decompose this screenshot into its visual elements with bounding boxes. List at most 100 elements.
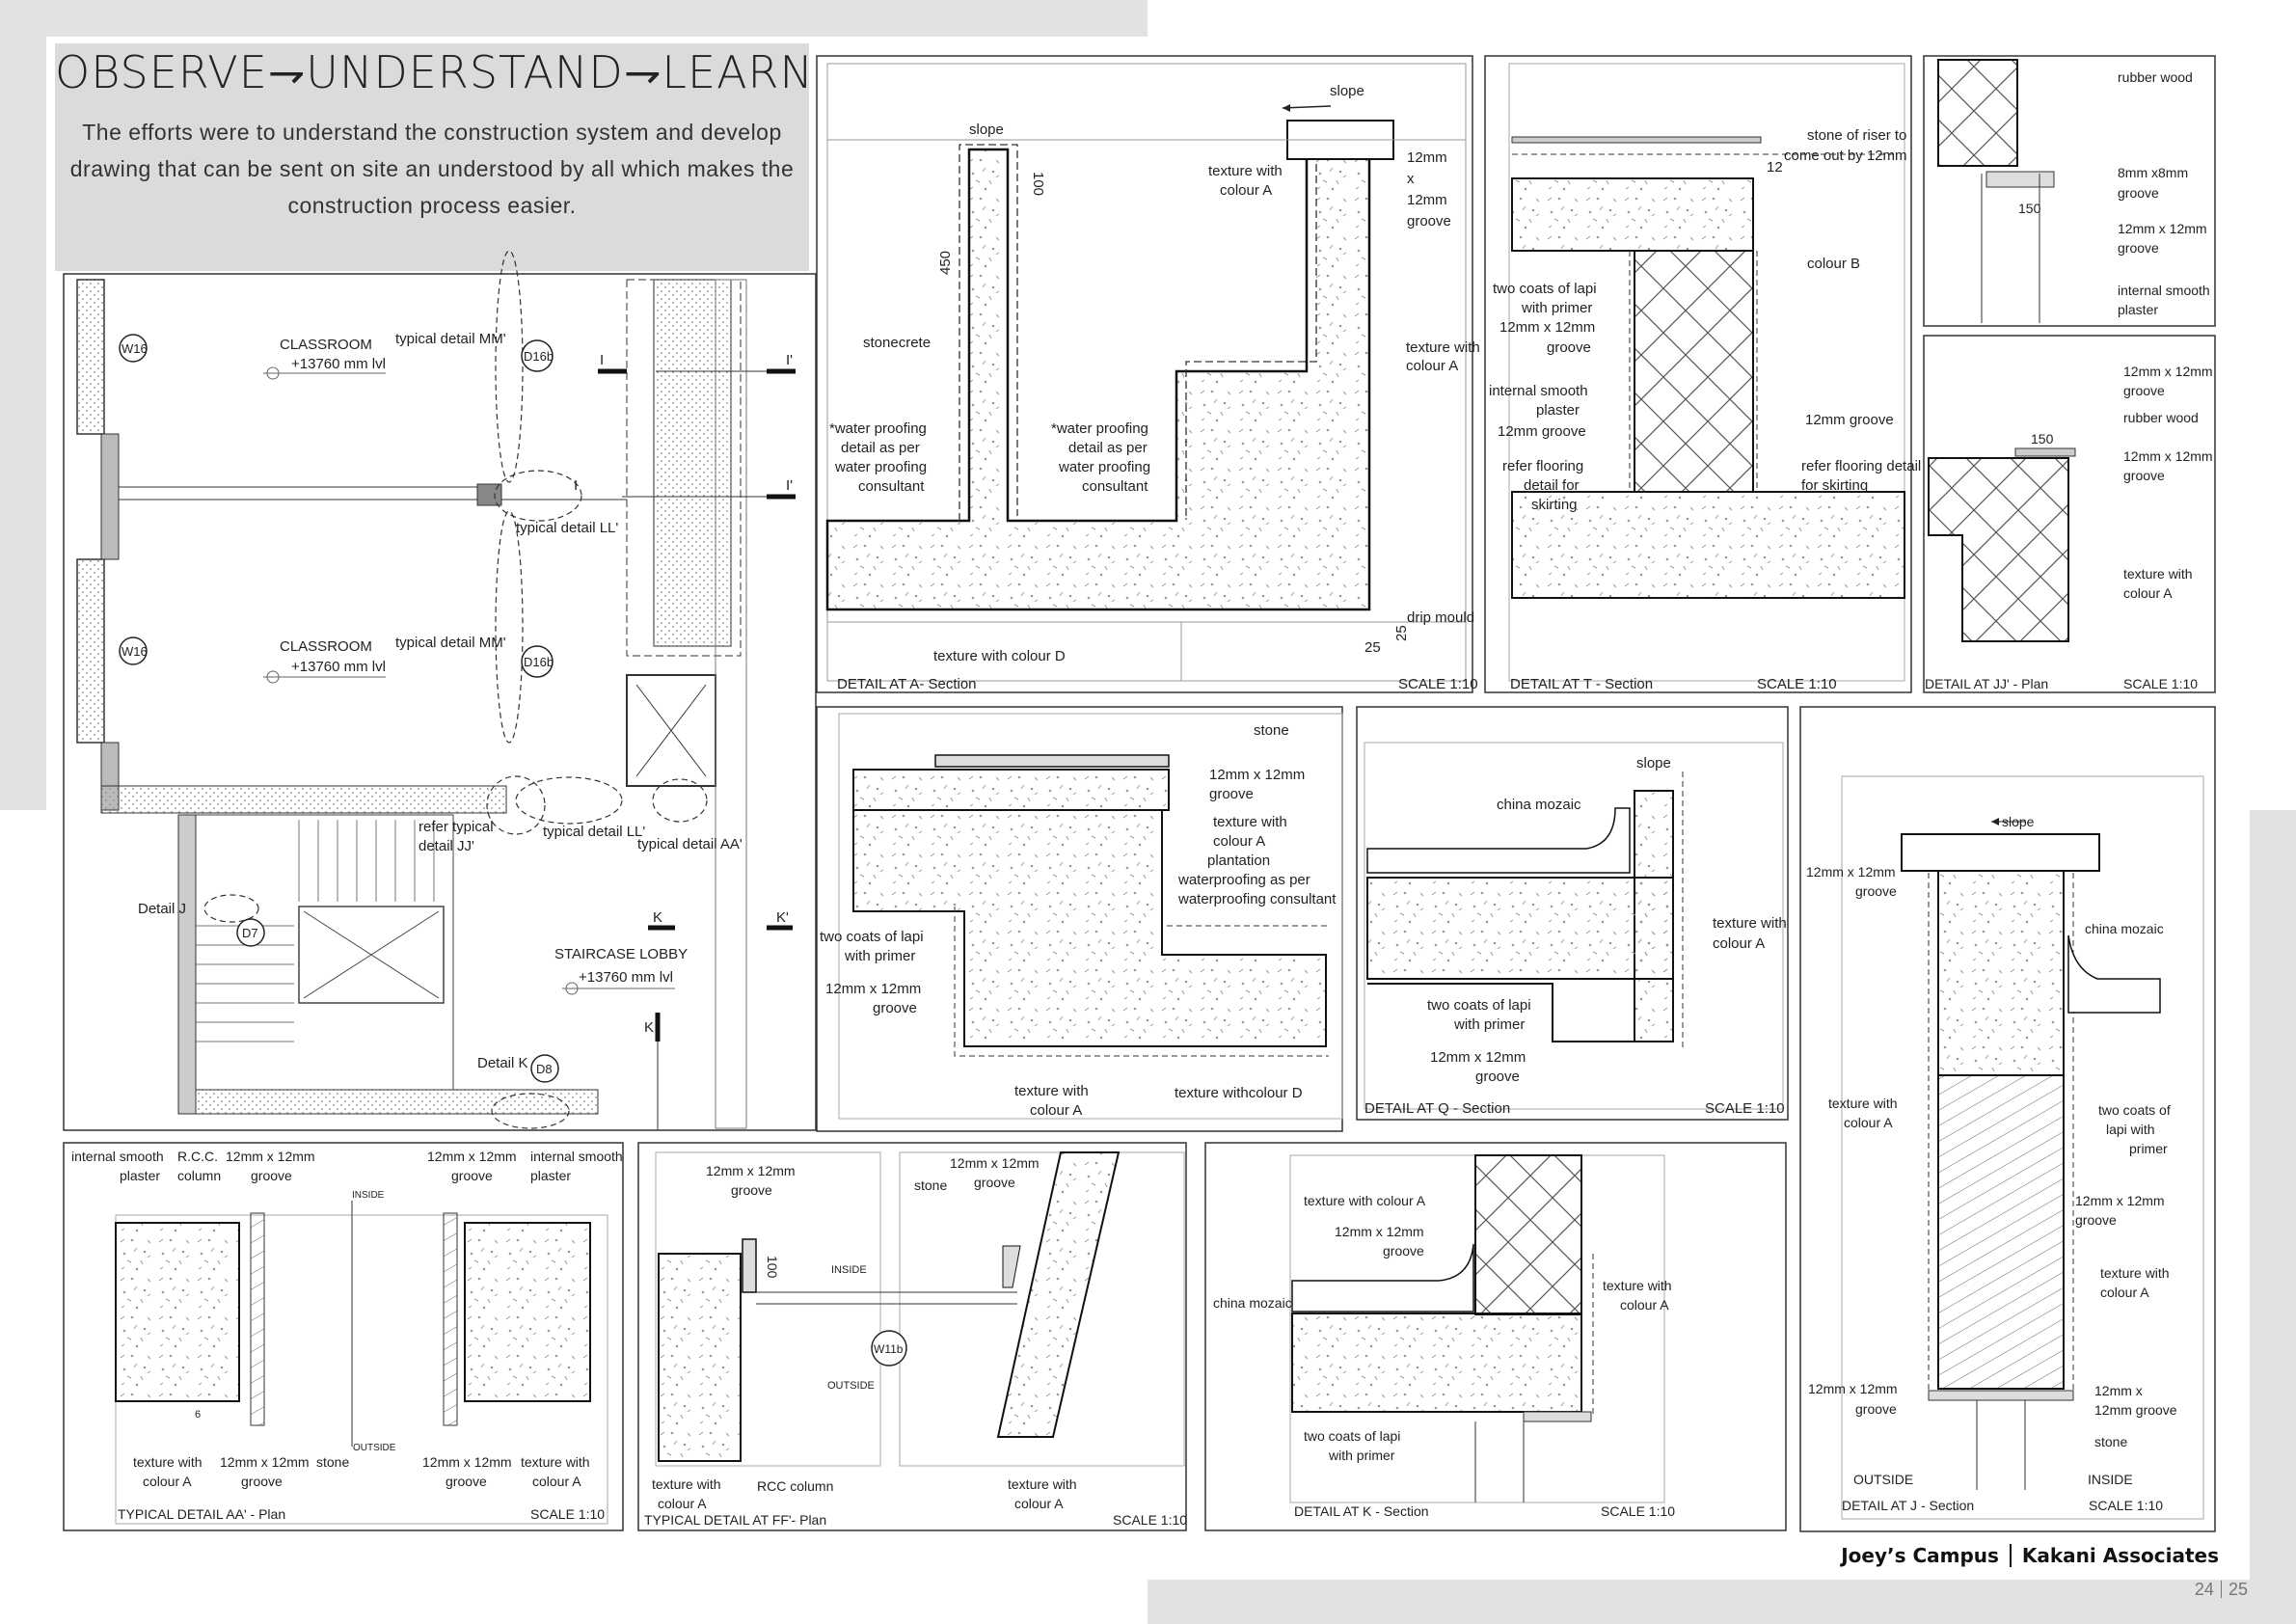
- bg-left-block: [0, 0, 46, 810]
- detail-mid-label-2: groove: [1209, 786, 1254, 802]
- detail-jj-label-14: texture with: [2123, 566, 2193, 582]
- footer-project: Joey’s Campus: [1841, 1544, 1999, 1567]
- detail-a-label-24: texture with colour D: [933, 648, 1066, 664]
- footer-credits: Joey’s Campus Kakani Associates: [1841, 1544, 2219, 1567]
- plan-note-ll-1: typical detail LL': [516, 520, 618, 536]
- detail-q-section: slope china mozaic texture with colour A…: [1356, 706, 1789, 1121]
- detail-mid-label-8: two coats of lapi: [820, 929, 924, 945]
- footer-separator: [2009, 1544, 2012, 1567]
- detail-aa-label-15: groove: [241, 1474, 283, 1489]
- detail-aa-label-20: colour A: [532, 1474, 581, 1489]
- detail-j-label-9: 12mm x 12mm: [2075, 1193, 2165, 1208]
- detail-jj-label-13: groove: [2123, 468, 2165, 483]
- plan-mark-i-2: I': [786, 352, 793, 368]
- detail-t-label-5: with primer: [1521, 300, 1592, 316]
- detail-jj-caption: DETAIL AT JJ' - Plan: [1925, 676, 2048, 691]
- detail-j-label-1: 12mm x 12mm: [1806, 864, 1896, 880]
- detail-aa-label-3: column: [177, 1168, 221, 1183]
- detail-j-label-19: INSIDE: [2088, 1472, 2133, 1487]
- detail-j-label-15: 12mm x: [2094, 1383, 2143, 1398]
- detail-a-label-16: consultant: [858, 478, 925, 495]
- detail-ff-label-1: groove: [731, 1182, 772, 1198]
- plan-tag-d7: D7: [242, 926, 258, 940]
- plan-mark-k-3: K: [644, 1019, 654, 1036]
- detail-a-label-22: 25: [1364, 639, 1381, 656]
- detail-q-caption: DETAIL AT Q - Section: [1364, 1100, 1510, 1117]
- detail-jj-label-15: colour A: [2123, 585, 2173, 601]
- detail-j-label-7: lapi with: [2106, 1122, 2155, 1137]
- detail-a-label-3: 450: [937, 251, 954, 275]
- plan-room-level-1: +13760 mm lvl: [291, 356, 386, 372]
- detail-t-caption: DETAIL AT T - Section: [1510, 676, 1653, 692]
- detail-aa-label-10: plaster: [530, 1168, 571, 1183]
- detail-k-label-2: groove: [1383, 1243, 1424, 1259]
- detail-j-label-17: stone: [2094, 1434, 2127, 1449]
- detail-ff-label-11: RCC column: [757, 1478, 833, 1494]
- detail-q-label-6: 12mm x 12mm: [1430, 1049, 1526, 1066]
- detail-t-label-6: 12mm x 12mm: [1499, 319, 1595, 336]
- detail-aa-label-8: groove: [451, 1168, 493, 1183]
- detail-a-label-15: water proofing: [834, 459, 927, 475]
- detail-aa-label-11: OUTSIDE: [353, 1443, 396, 1453]
- detail-k-scale: SCALE 1:10: [1601, 1503, 1675, 1519]
- detail-k-label-6: two coats of lapi: [1304, 1428, 1400, 1444]
- detail-aa-label-12: texture with: [133, 1454, 203, 1470]
- plan-room-level-3: +13760 mm lvl: [579, 969, 673, 986]
- detail-t-scale: SCALE 1:10: [1757, 676, 1837, 692]
- detail-aa-label-9: internal smooth: [530, 1149, 623, 1164]
- plan-room-name-2: CLASSROOM: [280, 638, 372, 655]
- plan-note-aa: typical detail AA': [637, 836, 743, 853]
- detail-a-label-23: 25: [1393, 625, 1410, 641]
- plan-note-mm-1: typical detail MM': [395, 331, 506, 347]
- plan-tag-w16-2: W16: [122, 644, 148, 659]
- title-panel: [55, 43, 809, 271]
- plan-tag-d16b-1: D16b: [524, 349, 554, 364]
- detail-jj-label-9: groove: [2123, 383, 2165, 398]
- detail-aa-label-2: R.C.C.: [177, 1149, 218, 1164]
- detail-j-label-13: 12mm x 12mm: [1808, 1381, 1898, 1396]
- detail-t-label-13: detail for: [1524, 477, 1580, 494]
- detail-k-label-0: texture with colour A: [1304, 1193, 1426, 1208]
- detail-q-label-3: colour A: [1713, 935, 1765, 952]
- footer-firm: Kakani Associates: [2021, 1544, 2219, 1567]
- detail-t-label-8: internal smooth: [1489, 383, 1588, 399]
- plan-tag-d16b-2: D16b: [524, 655, 554, 669]
- detail-a-label-14: detail as per: [841, 440, 920, 456]
- detail-q-label-4: two coats of lapi: [1427, 997, 1531, 1014]
- plan-note-jj-1: refer typical: [419, 819, 494, 835]
- page-current: 24: [2194, 1580, 2214, 1599]
- detail-ff-label-6: 12mm x 12mm: [950, 1155, 1040, 1171]
- detail-jj-label-3: 150: [2018, 201, 2041, 216]
- detail-t-label-2: 12: [1767, 159, 1783, 176]
- detail-mid-label-0: stone: [1254, 722, 1289, 739]
- detail-aa-label-5: groove: [251, 1168, 292, 1183]
- page-total: 25: [2228, 1580, 2248, 1599]
- bg-right-block: [2250, 810, 2296, 1624]
- detail-j-label-14: groove: [1855, 1401, 1897, 1417]
- detail-j-caption: DETAIL AT J - Section: [1842, 1498, 1974, 1513]
- plan-note-jj-2: detail JJ': [419, 838, 474, 854]
- detail-ff-label-13: colour A: [1014, 1496, 1064, 1511]
- detail-mid-label-3: texture with: [1213, 814, 1287, 830]
- detail-a-label-20: consultant: [1082, 478, 1148, 495]
- plan-room-name-1: CLASSROOM: [280, 337, 372, 353]
- detail-t-label-3: colour B: [1807, 256, 1860, 272]
- detail-a-label-4: texture with: [1208, 163, 1283, 179]
- detail-k-label-4: texture with: [1603, 1278, 1672, 1293]
- detail-j-label-16: 12mm groove: [2094, 1402, 2177, 1418]
- detail-ff-plan: 12mm x 12mm groove 100 INSIDE OUTSIDE W1…: [637, 1142, 1187, 1531]
- detail-a-caption: DETAIL AT A- Section: [837, 676, 977, 692]
- detail-a-label-12: colour A: [1406, 358, 1458, 374]
- detail-ff-label-9: texture with: [652, 1476, 721, 1492]
- plan-room-name-3: STAIRCASE LOBBY: [554, 946, 688, 962]
- detail-aa-label-4: 12mm x 12mm: [226, 1149, 315, 1164]
- detail-aa-label-19: texture with: [521, 1454, 590, 1470]
- detail-j-section: slope 12mm x 12mm groove china mozaic te…: [1799, 706, 2216, 1532]
- detail-q-label-1: china mozaic: [1497, 797, 1581, 813]
- detail-t-section: stone of riser to come out by 12mm 12 co…: [1484, 55, 1921, 693]
- detail-mid-label-4: colour A: [1213, 833, 1265, 850]
- detail-ff-caption: TYPICAL DETAIL AT FF'- Plan: [644, 1512, 826, 1528]
- plan-note-ll-2: typical detail LL': [543, 824, 645, 840]
- detail-k-section: texture with colour A 12mm x 12mm groove…: [1204, 1142, 1787, 1531]
- detail-q-label-0: slope: [1636, 755, 1671, 771]
